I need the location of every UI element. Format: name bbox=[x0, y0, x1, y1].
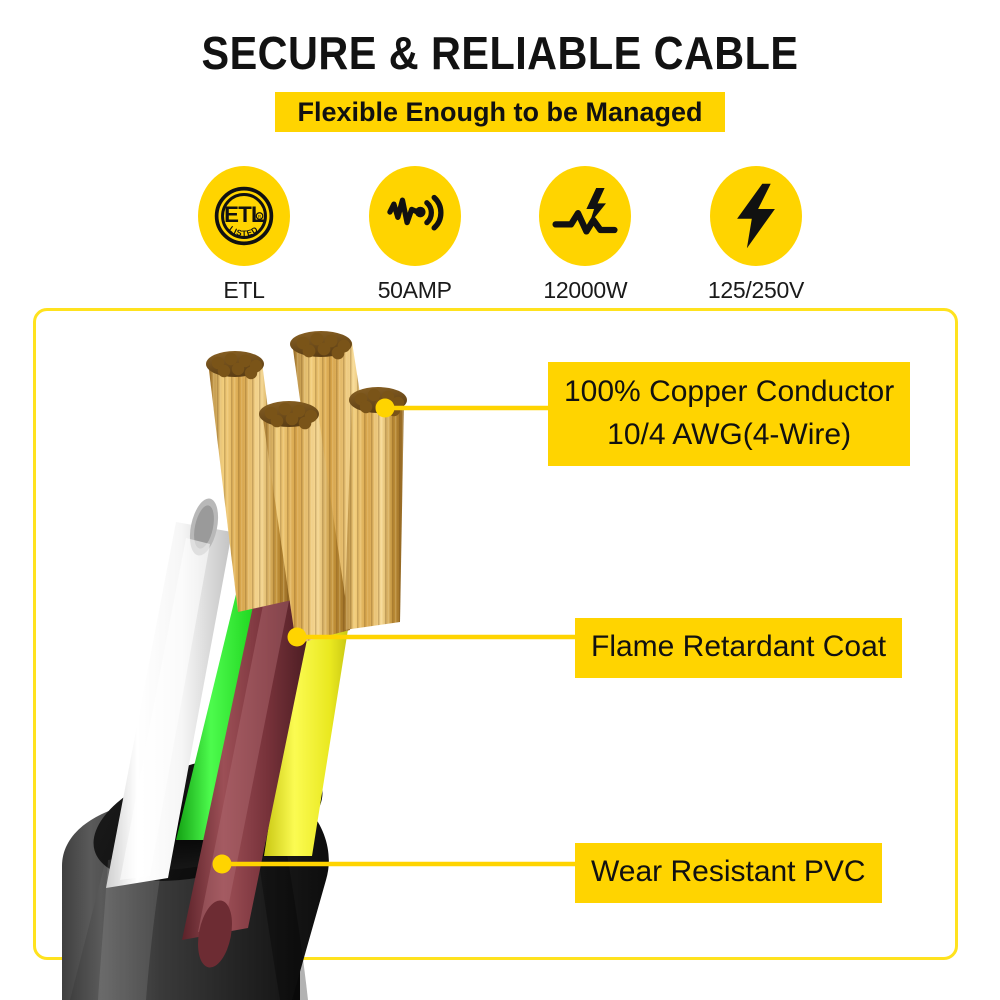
callout-pvc-line1: Wear Resistant PVC bbox=[591, 855, 866, 888]
callout-flame-line1: Flame Retardant Coat bbox=[591, 630, 887, 663]
badge-etl: ETL R LISTED ETL bbox=[190, 166, 298, 304]
badge-12000w: 12000W bbox=[531, 166, 639, 304]
copper-bundle-4 bbox=[344, 387, 407, 630]
signal-wave-icon bbox=[386, 194, 444, 231]
callout-copper-line2: 10/4 AWG(4-Wire) bbox=[607, 418, 852, 451]
callout-copper-conductor: 100% Copper Conductor 10/4 AWG(4-Wire) bbox=[548, 362, 911, 466]
subtitle-banner-wrap: Flexible Enough to be Managed bbox=[0, 92, 1000, 132]
wire-brown bbox=[182, 539, 320, 968]
copper-conductors bbox=[206, 331, 407, 644]
badge-circle-125-250v bbox=[709, 166, 802, 266]
callout-copper-line1: 100% Copper Conductor bbox=[564, 375, 895, 408]
badge-label-12000w: 12000W bbox=[543, 277, 628, 303]
lightning-bolt-icon bbox=[737, 183, 775, 249]
subtitle-banner: Flexible Enough to be Managed bbox=[275, 92, 725, 132]
badge-125-250v: 125/250V bbox=[702, 166, 810, 304]
page-title: SECURE & RELIABLE CABLE bbox=[201, 27, 799, 79]
badge-label-50amp: 50AMP bbox=[377, 277, 452, 303]
callout-flame-retardant: Flame Retardant Coat bbox=[575, 618, 903, 678]
badge-50amp: 50AMP bbox=[361, 166, 469, 304]
cable-product-illustration bbox=[62, 331, 407, 1000]
svg-text:R: R bbox=[258, 214, 261, 219]
callout-wear-resistant-pvc: Wear Resistant PVC bbox=[575, 843, 882, 903]
badge-label-etl: ETL bbox=[223, 277, 265, 303]
badge-circle-50amp bbox=[368, 166, 461, 266]
badge-circle-etl: ETL R LISTED bbox=[198, 166, 290, 266]
svg-text:ETL: ETL bbox=[224, 202, 264, 227]
certification-badge-row: ETL R LISTED ETL bbox=[190, 166, 810, 306]
badge-label-125-250v: 125/250V bbox=[707, 277, 805, 303]
wire-white bbox=[106, 498, 232, 888]
power-pulse-bolt-icon bbox=[552, 188, 618, 235]
insulated-wires bbox=[106, 487, 366, 968]
product-frame bbox=[33, 308, 958, 960]
badge-circle-12000w bbox=[539, 166, 632, 266]
etl-listed-icon: ETL R LISTED bbox=[214, 186, 274, 246]
svg-text:LISTED: LISTED bbox=[227, 224, 260, 238]
